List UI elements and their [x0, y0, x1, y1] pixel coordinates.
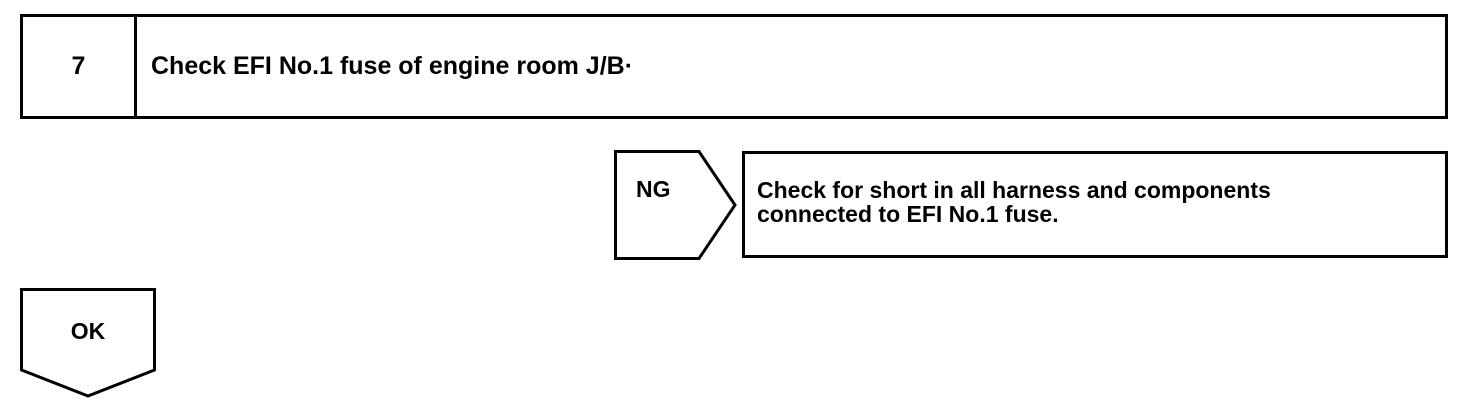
ng-action-line-1: Check for short in all harness and compo… [757, 177, 1271, 203]
ok-arrow-tab: OK [20, 288, 156, 398]
step-title: Check EFI No.1 fuse of engine room J/B· [151, 52, 634, 80]
ok-label: OK [70, 318, 106, 344]
ng-arrow-tab: NG [614, 150, 738, 260]
ng-label: NG [636, 176, 671, 202]
ng-action-box: Check for short in all harness and compo… [742, 151, 1448, 258]
ng-action-line-2: connected to EFI No.1 fuse. [757, 201, 1059, 227]
step-box: 7 Check EFI No.1 fuse of engine room J/B… [20, 14, 1448, 119]
ng-arrow-shape [614, 150, 737, 260]
step-number: 7 [23, 17, 137, 116]
ok-arrow-shape [20, 288, 156, 398]
